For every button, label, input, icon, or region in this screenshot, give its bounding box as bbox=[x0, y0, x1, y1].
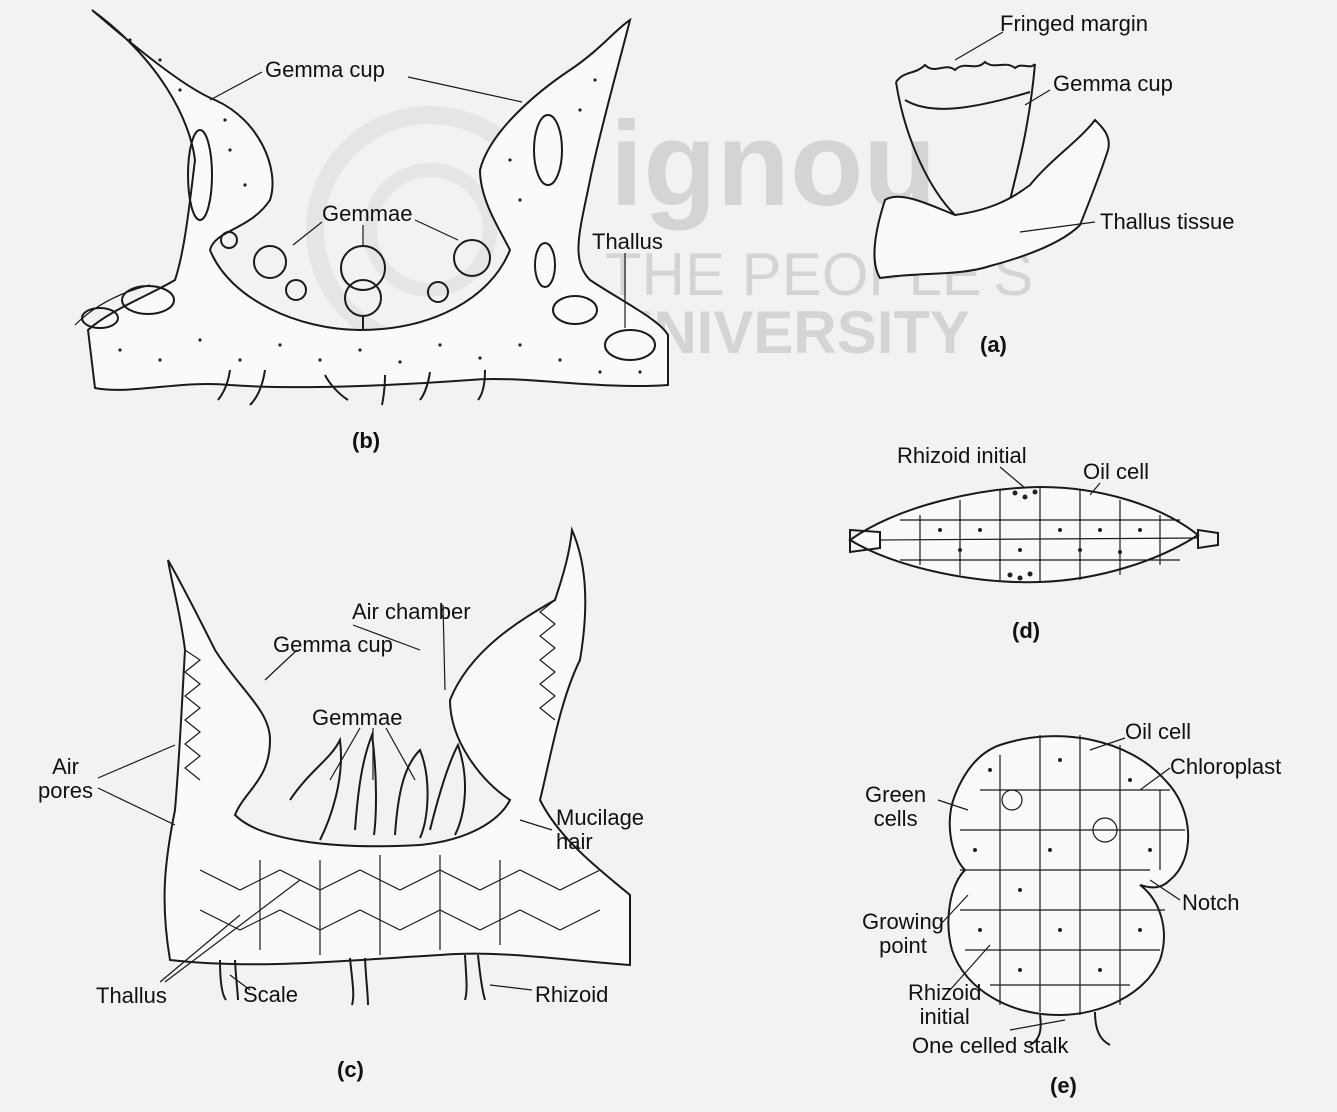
label-mucilage-hair: Mucilage hair bbox=[556, 806, 644, 854]
label-gemma-cup-b: Gemma cup bbox=[265, 58, 385, 82]
label-thallus-c: Thallus bbox=[96, 984, 167, 1008]
label-thallus-tissue: Thallus tissue bbox=[1100, 210, 1235, 234]
panel-a-drawing bbox=[875, 32, 1109, 278]
label-fringed-margin: Fringed margin bbox=[1000, 12, 1148, 36]
label-oil-cell-e: Oil cell bbox=[1125, 720, 1191, 744]
label-air-pores: Air pores bbox=[38, 755, 93, 803]
label-rhizoid: Rhizoid bbox=[535, 983, 608, 1007]
caption-b: (b) bbox=[352, 428, 380, 454]
label-gemmae-c: Gemmae bbox=[312, 706, 402, 730]
label-rhizoid-initial-d: Rhizoid initial bbox=[897, 444, 1027, 468]
label-scale: Scale bbox=[243, 983, 298, 1007]
caption-e: (e) bbox=[1050, 1073, 1077, 1099]
label-notch: Notch bbox=[1182, 891, 1239, 915]
caption-d: (d) bbox=[1012, 618, 1040, 644]
label-rhizoid-initial-e: Rhizoid initial bbox=[908, 981, 981, 1029]
label-thallus-b: Thallus bbox=[592, 230, 663, 254]
panel-d-drawing bbox=[850, 467, 1218, 582]
label-growing-point: Growing point bbox=[862, 910, 944, 958]
label-gemma-cup-c: Gemma cup bbox=[273, 633, 393, 657]
label-gemmae-b: Gemmae bbox=[322, 202, 412, 226]
caption-a: (a) bbox=[980, 332, 1007, 358]
caption-c: (c) bbox=[337, 1057, 364, 1083]
label-one-celled-stalk: One celled stalk bbox=[912, 1034, 1069, 1058]
label-air-chamber: Air chamber bbox=[352, 600, 471, 624]
label-gemma-cup-a: Gemma cup bbox=[1053, 72, 1173, 96]
label-green-cells: Green cells bbox=[865, 783, 926, 831]
label-chloroplast: Chloroplast bbox=[1170, 755, 1281, 779]
label-oil-cell-d: Oil cell bbox=[1083, 460, 1149, 484]
